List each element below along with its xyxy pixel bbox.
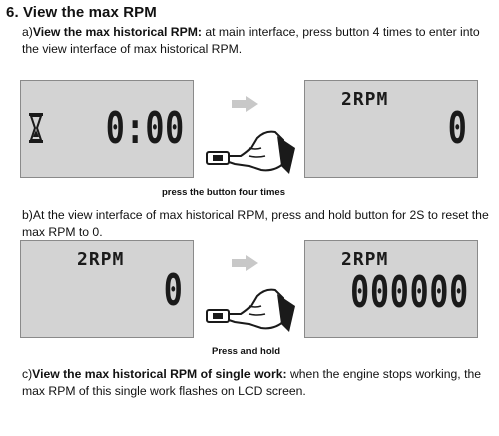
lcd-rpm-label: 2RPM [341,249,389,270]
lcd-max-rpm-before-reset: 2RPM 0 [20,240,194,338]
paragraph-a-text: at main interface, press button 4 times … [22,25,480,56]
paragraph-a: a)View the max historical RPM: at main i… [22,24,492,58]
paragraph-a-prefix: a) [22,25,33,39]
hand-pressing-button-icon [206,288,295,332]
lcd-max-rpm-view: 2RPM 0 [304,80,478,178]
hand-pressing-button-icon [206,130,295,174]
lcd-rpm-label: 2RPM [341,89,389,110]
lcd-rpm-display: 0 [163,265,183,316]
right-arrow-icon [232,255,258,271]
lcd-rpm-label: 2RPM [77,249,125,270]
paragraph-c-prefix: c) [22,367,33,381]
section-heading: 6. View the max RPM [6,4,157,21]
paragraph-b: b)At the view interface of max historica… [22,208,489,239]
right-arrow-icon [232,96,258,112]
caption-press-four-times: press the button four times [162,187,285,198]
lcd-max-rpm-reset: 2RPM 000000 [304,240,478,338]
lcd-rpm-display: 000000 [350,267,469,318]
paragraph-a-bold: View the max historical RPM: [32,25,202,39]
paragraph-c-bold: View the max historical RPM of single wo… [32,367,287,381]
paragraph-c: c)View the max historical RPM of single … [22,366,492,400]
caption-press-and-hold: Press and hold [212,346,281,357]
lcd-main-interface: 0:00 [20,80,194,178]
lcd-time-display: 0:00 [105,103,185,154]
lcd-rpm-display: 0 [447,103,467,154]
hourglass-icon [29,113,43,143]
paragraph-c-text: when the engine stops working, the max R… [22,367,482,398]
